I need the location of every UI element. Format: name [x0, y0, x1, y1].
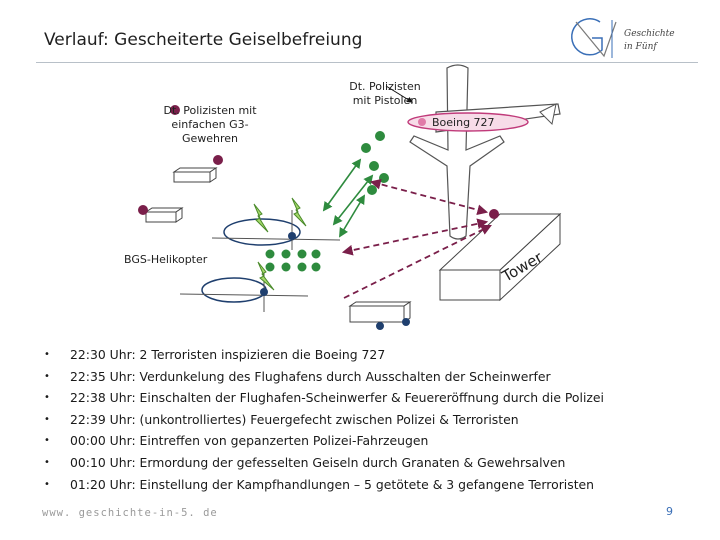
fire-arrow-2: [332, 174, 374, 226]
label-helicopter: BGS-Helikopter: [124, 253, 208, 266]
title-divider: [36, 62, 698, 63]
boeing-727-plane: [407, 64, 561, 240]
terrorist-dot: [489, 209, 499, 219]
slide-title: Verlauf: Gescheiterte Geiselbefreiung: [44, 30, 363, 50]
label-police-g3: Dt. Polizisten mit einfachen G3-Gewehren: [163, 104, 257, 145]
exchange-arrow-2: [341, 218, 489, 256]
airport-scene-diagram: Tower: [138, 64, 562, 330]
event-item: •01:20 Uhr: Einstellung der Kampfhandlun…: [40, 474, 700, 496]
bullet: •: [44, 435, 50, 447]
police-dot: [369, 161, 379, 171]
label-boeing: Boeing 727: [432, 116, 495, 129]
police-vehicle-left-top: [172, 167, 218, 183]
bullet: •: [44, 413, 50, 425]
armored-vehicle: [348, 301, 412, 330]
lightning-icon-1: [253, 203, 269, 233]
bullet: •: [44, 370, 50, 382]
terrorist-dot: [213, 155, 223, 165]
pistol-label-arrow: [385, 85, 414, 103]
event-timeline: •22:30 Uhr: 2 Terroristen inspizieren di…: [40, 344, 700, 495]
page-number: 9: [666, 505, 673, 518]
helicopter-upper: [211, 210, 341, 250]
bullet: •: [44, 456, 50, 468]
police-dot: [367, 185, 377, 195]
police-dot: [375, 131, 385, 141]
logo-line-1: Geschichte: [624, 29, 675, 39]
bullet: •: [44, 349, 50, 360]
police-dot: [379, 173, 389, 183]
terrorist-dot: [138, 205, 148, 215]
helicopter-lower: [179, 270, 309, 312]
event-item: •22:38 Uhr: Einschalten der Flughafen-Sc…: [40, 387, 700, 409]
event-item: •22:30 Uhr: 2 Terroristen inspizieren di…: [40, 344, 700, 366]
footer-url: www. geschichte-in-5. de: [42, 507, 218, 519]
plane-marker-dot: [418, 118, 426, 126]
police-vehicle-left-bottom: [144, 207, 184, 223]
fire-arrow-1: [322, 158, 362, 212]
event-item: •22:39 Uhr: (unkontrolliertes) Feuergefe…: [40, 409, 700, 431]
police-dot: [361, 143, 371, 153]
bullet: •: [44, 392, 50, 404]
lightning-icon-3: [291, 197, 307, 227]
geschichte-in-fuenf-logo: Geschichte in Fünf: [571, 18, 675, 58]
terrorist-dot-legend: [170, 105, 180, 115]
label-police-pistols: Dt. Polizisten mit Pistolen: [349, 80, 421, 107]
exchange-arrow-3: [343, 224, 492, 299]
logo-line-2: in Fünf: [624, 42, 658, 52]
police-group-helicopter: [265, 249, 321, 272]
lightning-icon-2: [257, 261, 275, 291]
event-item: •00:00 Uhr: Eintreffen von gepanzerten P…: [40, 430, 700, 452]
bullet: •: [44, 478, 50, 490]
event-item: •00:10 Uhr: Ermordung der gefesselten Ge…: [40, 452, 700, 474]
boeing-highlight-oval: [407, 112, 529, 132]
event-item: •22:35 Uhr: Verdunkelung des Flughafens …: [40, 366, 700, 388]
